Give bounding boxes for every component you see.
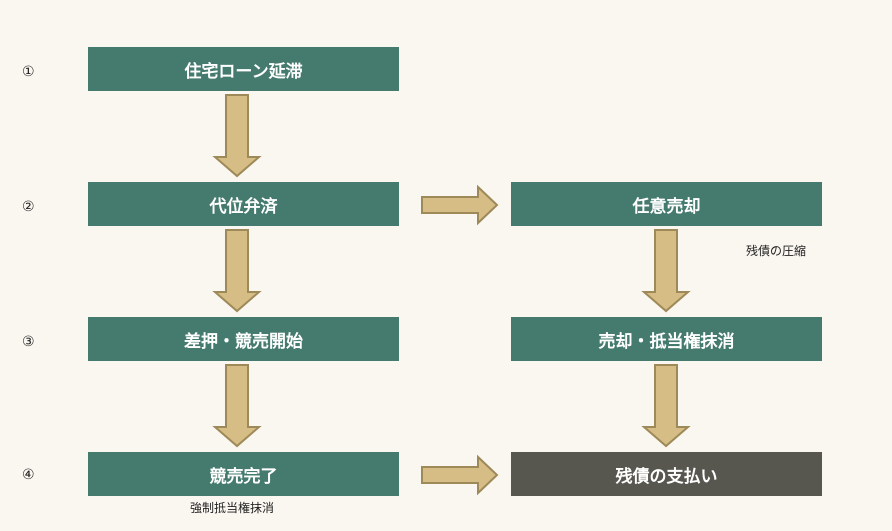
subrogation-box: 代位弁済: [88, 182, 399, 226]
right-arrow-subrogation-to-sale: [421, 184, 499, 226]
down-arrow-sale-to-cancel: [641, 229, 691, 313]
down-arrow-2-to-3: [212, 229, 262, 313]
voluntary-sale-box: 任意売却: [511, 182, 822, 226]
sale-lien-cancel-box: 売却・抵当権抹消: [511, 317, 822, 361]
step-number-1: ①: [22, 64, 35, 80]
step-number-4: ④: [22, 467, 35, 483]
down-arrow-3-to-4: [212, 364, 262, 448]
right-arrow-auction-to-payment: [421, 454, 499, 496]
down-arrow-cancel-to-payment: [641, 364, 691, 448]
auction-complete-box: 競売完了: [88, 452, 399, 496]
step-number-3: ③: [22, 334, 35, 350]
forced-lien-cancel-note: 強制抵当権抹消: [190, 501, 275, 515]
step-number-2: ②: [22, 199, 35, 215]
seizure-auction-start-box: 差押・競売開始: [88, 317, 399, 361]
loan-delinquency-box: 住宅ローン延滞: [88, 47, 399, 91]
down-arrow-1-to-2: [212, 94, 262, 178]
residual-debt-payment-box: 残債の支払い: [511, 452, 822, 496]
residual-compression-note: 残債の圧縮: [746, 244, 807, 258]
